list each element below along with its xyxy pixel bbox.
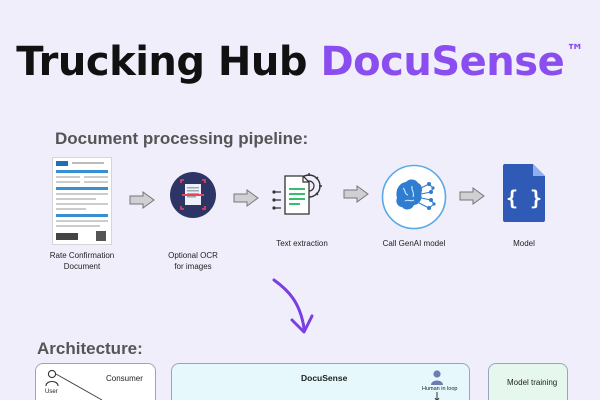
brain-network-icon (381, 164, 447, 230)
consumer-label: Consumer (106, 374, 143, 383)
arrow-down-icon (434, 392, 440, 400)
arrow-right-icon (129, 191, 155, 209)
docusense-label: DocuSense (301, 373, 348, 383)
user-label: User (45, 389, 58, 395)
title-accent: DocuSense (320, 39, 565, 85)
consumer-panel: User Consumer (35, 363, 156, 400)
step-label-text-extraction: Text extraction (276, 239, 328, 248)
document-thumbnail-icon (52, 157, 112, 245)
model-training-panel: Model training (488, 363, 568, 400)
step-label-model: Model (513, 239, 535, 248)
person-icon (431, 370, 443, 385)
pipeline-heading: Document processing pipeline: (55, 129, 309, 148)
ocr-scan-icon (169, 171, 217, 219)
connector-line (55, 373, 103, 400)
model-training-label: Model training (507, 378, 558, 387)
curved-arrow-icon (272, 278, 314, 334)
docusense-panel: DocuSense Human in loop (171, 363, 470, 400)
arrow-right-icon (343, 185, 369, 203)
title-main: Trucking Hub (16, 39, 308, 85)
arrow-right-icon (233, 189, 259, 207)
step-label-ocr: Optional OCR for images (168, 251, 218, 271)
text-extraction-icon (271, 170, 327, 220)
step-label-genai: Call GenAI model (382, 239, 446, 248)
user-icon (45, 369, 59, 387)
trademark-symbol: ™ (566, 41, 584, 62)
json-file-icon: { } (502, 163, 546, 223)
svg-text:{ }: { } (506, 186, 542, 210)
architecture-heading: Architecture: (37, 339, 143, 358)
step-label-rate-confirmation: Rate Confirmation Document (49, 251, 115, 271)
human-in-loop-label: Human in loop (422, 386, 458, 392)
arrow-right-icon (459, 187, 485, 205)
